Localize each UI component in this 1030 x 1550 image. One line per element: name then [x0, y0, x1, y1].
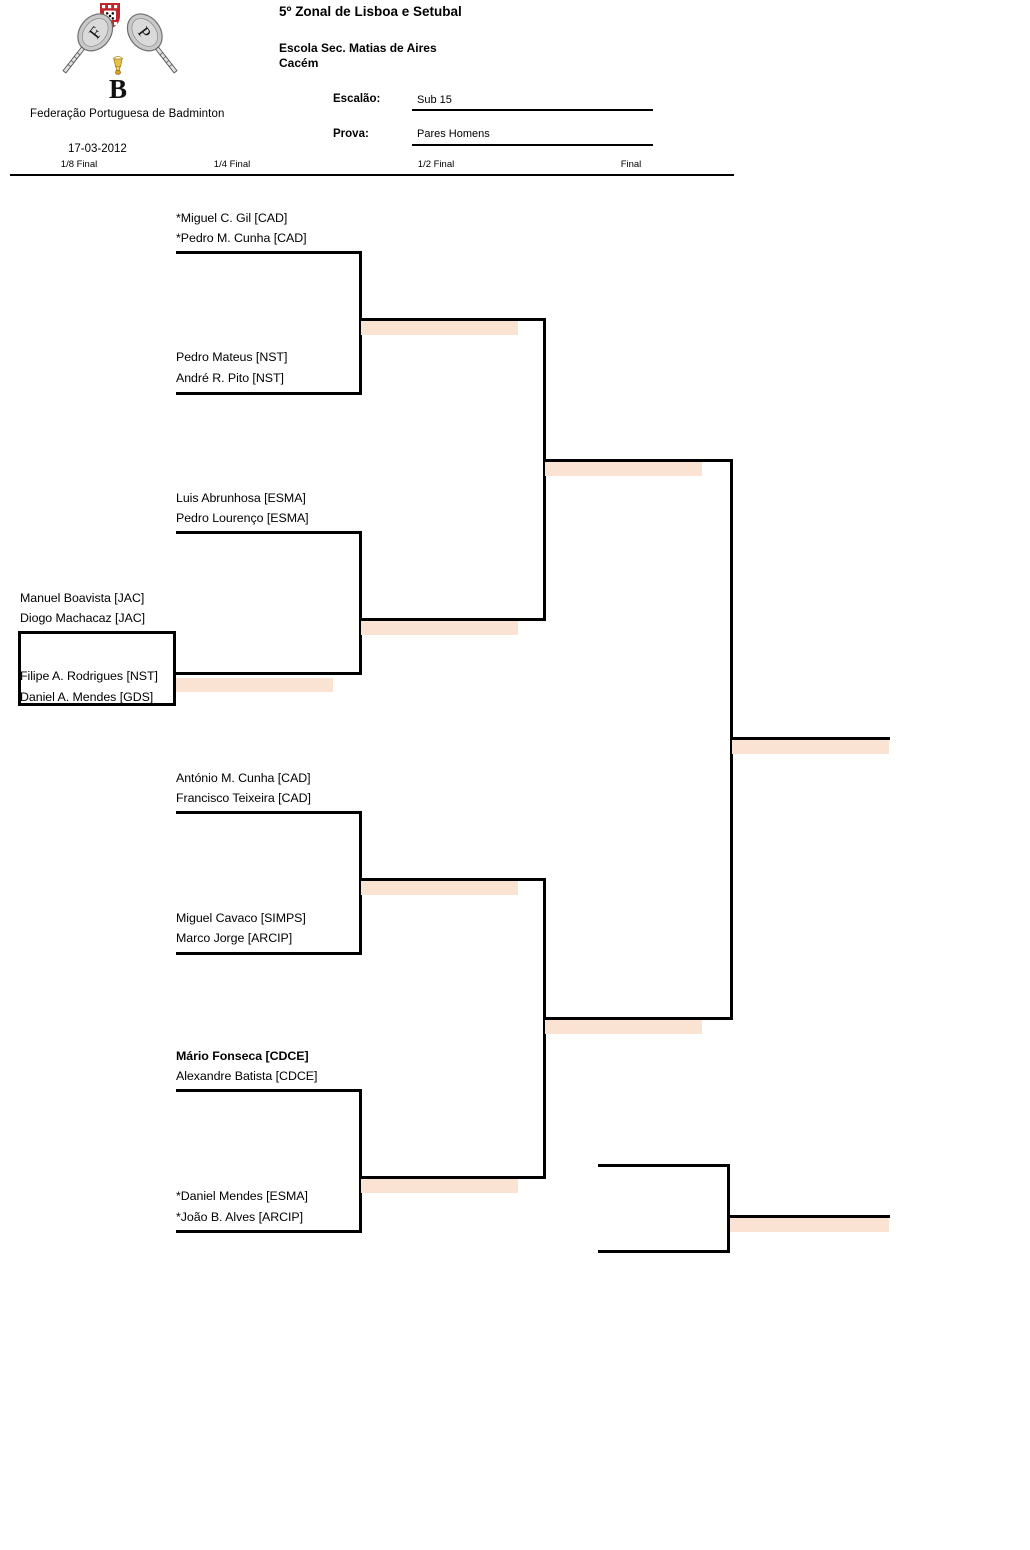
- event-date: 17-03-2012: [68, 143, 127, 155]
- player-name: *Pedro M. Cunha [CAD]: [176, 231, 307, 245]
- player-name: Daniel A. Mendes [GDS]: [20, 690, 154, 704]
- bracket-line: [176, 811, 362, 814]
- category-rule: [412, 109, 653, 111]
- winner-highlight: [730, 1217, 889, 1232]
- event-rule: [412, 144, 653, 146]
- event-value: Pares Homens: [417, 128, 490, 140]
- bracket-line: [359, 251, 362, 395]
- winner-highlight: [361, 620, 518, 635]
- bracket-line: [359, 1089, 362, 1233]
- bracket-line: [727, 1215, 890, 1218]
- federation-name: Federação Portuguesa de Badminton: [30, 108, 225, 120]
- bracket-line: [18, 631, 176, 634]
- player-name: *João B. Alves [ARCIP]: [176, 1210, 303, 1224]
- player-name: André R. Pito [NST]: [176, 371, 284, 385]
- category-value: Sub 15: [417, 94, 452, 106]
- bracket-line: [543, 318, 546, 621]
- bracket-line: [359, 618, 546, 621]
- player-name: Pedro Lourenço [ESMA]: [176, 511, 309, 525]
- winner-highlight: [545, 1019, 702, 1034]
- bracket-line: [598, 1250, 730, 1253]
- bracket-line: [18, 631, 21, 705]
- player-name: Miguel Cavaco [SIMPS]: [176, 911, 306, 925]
- bracket-line: [18, 703, 176, 706]
- svg-text:B: B: [109, 74, 127, 102]
- player-name: Manuel Boavista [JAC]: [20, 591, 145, 605]
- bracket-line: [173, 631, 176, 705]
- player-name: António M. Cunha [CAD]: [176, 771, 311, 785]
- header-divider: [10, 174, 734, 176]
- bracket-line: [176, 251, 362, 254]
- round-label-final: Final: [620, 159, 642, 170]
- winner-highlight: [361, 880, 518, 895]
- player-name: Marco Jorge [ARCIP]: [176, 931, 293, 945]
- player-name: Pedro Mateus [NST]: [176, 350, 288, 364]
- player-name: Francisco Teixeira [CAD]: [176, 791, 311, 805]
- winner-highlight: [732, 739, 889, 754]
- winner-highlight: [176, 677, 333, 692]
- bracket-line: [359, 318, 546, 321]
- player-name: Mário Fonseca [CDCE]: [176, 1049, 309, 1063]
- bracket-line: [598, 1164, 730, 1167]
- bracket-line: [543, 1017, 730, 1020]
- player-name: *Miguel C. Gil [CAD]: [176, 211, 288, 225]
- category-label: Escalão:: [333, 93, 381, 105]
- winner-highlight: [361, 1178, 518, 1193]
- badminton-federation-logo-icon: F P: [58, 2, 182, 104]
- bracket-line: [359, 531, 362, 675]
- page-title: 5º Zonal de Lisboa e Setubal: [279, 4, 462, 19]
- bracket-line: [176, 672, 362, 675]
- bracket-line: [359, 811, 362, 955]
- winner-highlight: [545, 461, 702, 476]
- bracket-line: [176, 1230, 362, 1233]
- bracket-line: [359, 878, 546, 881]
- bracket-line: [543, 878, 546, 1179]
- bracket-line: [359, 1176, 546, 1179]
- bracket-line: [176, 952, 362, 955]
- player-name: Diogo Machacaz [JAC]: [20, 611, 146, 625]
- event-label: Prova:: [333, 128, 369, 140]
- round-label-quarter: 1/4 Final: [213, 159, 251, 170]
- bracket-line: [176, 531, 362, 534]
- venue-name: Escola Sec. Matias de Aires: [279, 41, 437, 55]
- player-name: Alexandre Batista [CDCE]: [176, 1069, 318, 1083]
- player-name: *Daniel Mendes [ESMA]: [176, 1189, 308, 1203]
- round-label-eighth: 1/8 Final: [60, 159, 98, 170]
- winner-highlight: [361, 320, 518, 335]
- round-label-semi: 1/2 Final: [417, 159, 455, 170]
- player-name: Luis Abrunhosa [ESMA]: [176, 491, 306, 505]
- bracket-line: [730, 737, 890, 740]
- player-name: Filipe A. Rodrigues [NST]: [20, 669, 158, 683]
- venue-city: Cacém: [279, 56, 319, 70]
- bracket-line: [176, 392, 362, 395]
- bracket-line: [176, 1089, 362, 1092]
- bracket-line: [543, 459, 730, 462]
- bracket-line: [727, 1164, 730, 1252]
